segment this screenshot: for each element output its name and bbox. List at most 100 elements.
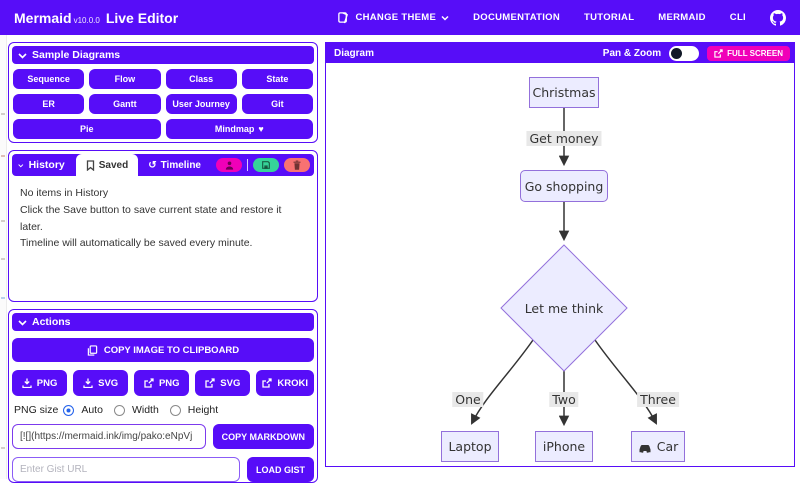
download-svg-button[interactable]: SVG [73, 370, 129, 396]
trash-icon [293, 160, 301, 170]
copy-markdown-button[interactable]: COPY MARKDOWN [212, 424, 314, 449]
export-buttons: PNG SVG PNG SVG KROKI [12, 370, 314, 396]
external-link-icon [144, 378, 154, 388]
external-link-icon [262, 378, 273, 388]
brand-version: v10.0.0 [73, 15, 100, 25]
diagram-panel: Diagram Pan & Zoom FULL SCREEN C [325, 42, 795, 467]
github-link[interactable] [770, 9, 786, 26]
png-size-width-radio[interactable] [113, 404, 125, 416]
fullscreen-button[interactable]: FULL SCREEN [707, 45, 790, 61]
nav-mermaid[interactable]: MERMAID [658, 12, 706, 23]
pan-zoom-label: Pan & Zoom [602, 47, 662, 59]
sample-diagrams-header[interactable]: Sample Diagrams [12, 46, 314, 64]
chevron-down-icon [18, 163, 24, 167]
flowchart-edges [471, 108, 657, 427]
history-empty-line: Timeline will automatically be saved eve… [20, 237, 253, 250]
sample-class-button[interactable]: Class [165, 69, 237, 89]
flowchart-node-let-me-think: Let me think [524, 301, 604, 316]
png-size-height-radio[interactable] [169, 404, 181, 416]
pan-zoom-toggle[interactable] [669, 45, 700, 61]
history-tabs: Saved ↺ Timeline [75, 154, 211, 176]
tab-saved[interactable]: Saved [75, 154, 139, 176]
load-gist-button[interactable]: LOAD GIST [247, 457, 314, 482]
history-card: History Saved ↺ Timeline [8, 150, 318, 302]
diagram-header: Diagram Pan & Zoom FULL SCREEN [326, 43, 794, 63]
edge-label-one: One [452, 392, 484, 407]
brand-suffix: Live Editor [105, 9, 179, 26]
save-history-button[interactable] [253, 158, 279, 172]
diagram-title: Diagram [334, 47, 375, 59]
sample-gantt-button[interactable]: Gantt [89, 94, 161, 114]
open-svg-button[interactable]: SVG [195, 370, 251, 396]
sample-diagrams-card: Sample Diagrams Sequence Flow Class Stat… [8, 42, 318, 143]
bookmark-icon [86, 159, 94, 171]
flowchart-node-go-shopping: Go shopping [520, 170, 608, 202]
sample-mindmap-button[interactable]: Mindmap♥ [165, 119, 313, 139]
flowchart-node-laptop: Laptop [441, 431, 499, 462]
copy-icon [87, 344, 98, 356]
save-icon [262, 161, 270, 169]
sample-state-button[interactable]: State [241, 69, 313, 89]
top-nav: CHANGE THEME DOCUMENTATION TUTORIAL MERM… [337, 9, 786, 26]
actions-card: Actions COPY IMAGE TO CLIPBOARD PNG SVG … [8, 309, 318, 483]
png-size-controls: PNG size Auto Width Height [14, 404, 312, 416]
chevron-down-icon [441, 15, 449, 21]
download-icon [83, 378, 93, 388]
chevron-down-icon [18, 319, 27, 326]
edge-label-get-money: Get money [526, 131, 602, 146]
brand-name: Mermaid [14, 9, 72, 26]
toggle-knob [671, 47, 683, 59]
tab-timeline[interactable]: ↺ Timeline [148, 159, 201, 171]
sample-user-journey-button[interactable]: User Journey [165, 94, 237, 114]
png-size-auto-label: Auto [81, 404, 103, 416]
clear-history-button[interactable] [284, 158, 310, 172]
download-icon [22, 378, 32, 388]
copy-image-button[interactable]: COPY IMAGE TO CLIPBOARD [12, 338, 314, 362]
history-empty-line: Click the Save button to save current st… [20, 203, 282, 233]
edge-label-two: Two [549, 392, 579, 407]
history-empty-line: No items in History [20, 187, 109, 199]
nav-change-theme[interactable]: CHANGE THEME [337, 11, 449, 24]
car-icon [639, 444, 651, 453]
user-upload-icon [225, 160, 233, 170]
nav-documentation[interactable]: DOCUMENTATION [473, 12, 561, 23]
divider [247, 159, 248, 171]
history-empty-state: No items in History Click the Save butto… [12, 176, 314, 252]
markdown-url-input[interactable] [12, 424, 206, 449]
sample-git-button[interactable]: Git [241, 94, 313, 114]
actions-header[interactable]: Actions [12, 313, 314, 331]
sample-pie-button[interactable]: Pie [13, 119, 161, 139]
sample-sequence-button[interactable]: Sequence [13, 69, 85, 89]
code-editor-sliver [0, 35, 7, 479]
external-link-icon [714, 48, 723, 58]
sidebar: Sample Diagrams Sequence Flow Class Stat… [8, 42, 318, 490]
download-png-button[interactable]: PNG [12, 370, 68, 396]
nav-cli[interactable]: CLI [729, 12, 746, 23]
external-link-icon [205, 378, 215, 388]
png-size-label: PNG size [14, 404, 59, 416]
theme-icon [338, 12, 349, 24]
history-header[interactable]: History Saved ↺ Timeline [12, 154, 314, 176]
history-icon: ↺ [148, 159, 157, 171]
flowchart-node-christmas: Christmas [529, 77, 599, 108]
open-png-button[interactable]: PNG [134, 370, 190, 396]
flowchart-node-car: Car [631, 431, 685, 462]
chevron-down-icon [18, 52, 27, 59]
app-title: Mermaid v10.0.0 Live Editor [14, 10, 178, 26]
sample-flow-button[interactable]: Flow [89, 69, 161, 89]
app-header: Mermaid v10.0.0 Live Editor CHANGE THEME… [0, 0, 800, 35]
github-icon [770, 9, 786, 26]
flowchart-node-iphone: iPhone [535, 431, 593, 462]
png-size-height-label: Height [187, 404, 219, 416]
upload-history-button[interactable] [216, 158, 242, 172]
png-size-width-label: Width [131, 404, 159, 416]
open-kroki-button[interactable]: KROKI [256, 370, 314, 396]
sample-er-button[interactable]: ER [13, 94, 85, 114]
flowchart-canvas: Christmas Get money Go shopping Let me t… [326, 63, 794, 466]
history-actions [216, 158, 310, 172]
png-size-auto-radio[interactable] [63, 404, 75, 416]
heart-icon: ♥ [258, 124, 264, 134]
gist-url-input[interactable] [12, 457, 240, 482]
edge-label-three: Three [637, 392, 679, 407]
nav-tutorial[interactable]: TUTORIAL [584, 12, 635, 23]
